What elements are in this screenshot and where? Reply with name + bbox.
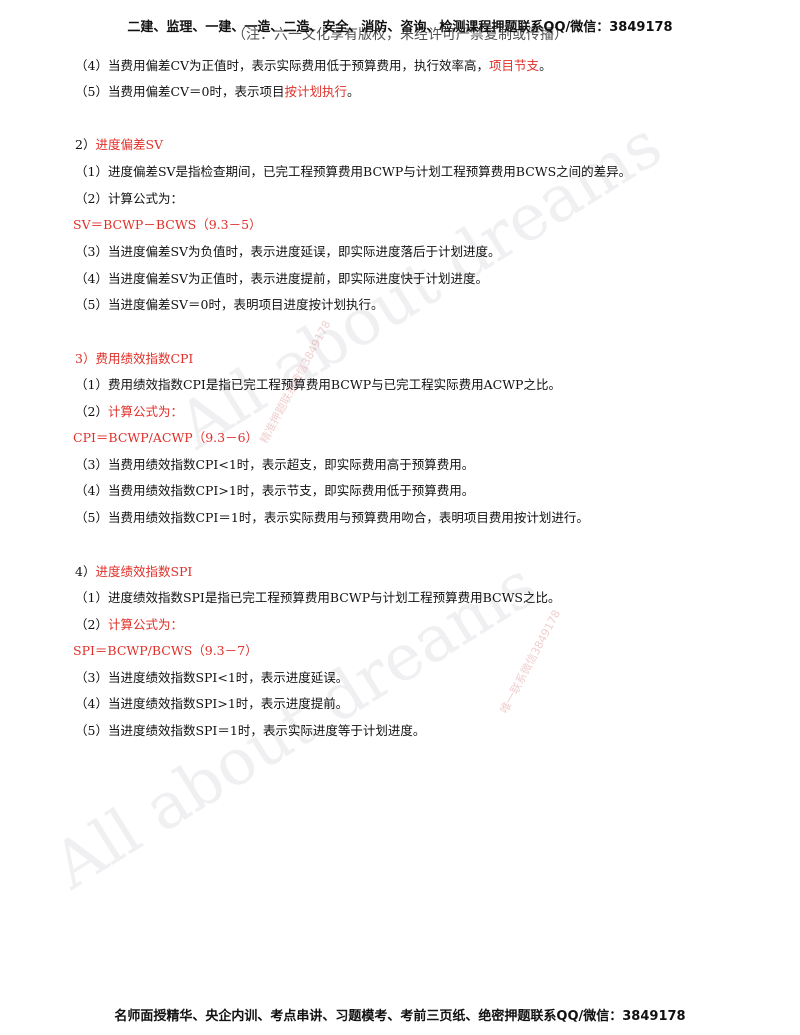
spi-item-5: （5）当进度绩效指数SPI＝1时，表示实际进度等于计划进度。 <box>75 723 426 738</box>
watermark-contact-2: 唯一联系微信3849178 <box>497 607 564 716</box>
cv-item-5: （5）当费用偏差CV＝0时，表示项目按计划执行。 <box>75 83 360 101</box>
spi-item-2: （2）计算公式为： <box>75 616 183 634</box>
sv-heading-title: 进度偏差SV <box>95 137 164 152</box>
cpi-item-4: （4）当费用绩效指数CPI>1时，表示节支，即实际费用低于预算费用。 <box>75 483 475 498</box>
cpi-item-2: （2）计算公式为： <box>75 403 183 421</box>
spi-item-1: （1）进度绩效指数SPI是指已完工程预算费用BCWP与计划工程预算费用BCWS之… <box>75 590 561 605</box>
spi-heading: 4）进度绩效指数SPI <box>75 563 192 581</box>
cv-item-5-tail: 。 <box>347 84 360 99</box>
sv-item-4: （4）当进度偏差SV为正值时，表示进度提前，即实际进度快于计划进度。 <box>75 271 489 286</box>
page-header: （注：六一文化享有版权，未经许可严禁复制或传播） 二建、监理、一建、一造、二造、… <box>0 12 800 52</box>
sv-heading: 2）进度偏差SV <box>75 136 163 154</box>
cpi-item-1: （1）费用绩效指数CPI是指已完工程预算费用BCWP与已完工程实际费用ACWP之… <box>75 377 561 392</box>
sv-formula: SV＝BCWP－BCWS（9.3－5） <box>73 217 262 232</box>
spi-item-2-text: 计算公式为： <box>107 617 183 632</box>
cpi-item-5: （5）当费用绩效指数CPI＝1时，表示实际费用与预算费用吻合，表明项目费用按计划… <box>75 510 589 525</box>
cpi-item-3: （3）当费用绩效指数CPI<1时，表示超支，即实际费用高于预算费用。 <box>75 457 475 472</box>
cpi-formula: CPI＝BCWP/ACWP（9.3－6） <box>73 430 259 445</box>
sv-item-2: （2）计算公式为： <box>75 191 183 206</box>
sv-item-1: （1）进度偏差SV是指检查期间，已完工程预算费用BCWP与计划工程预算费用BCW… <box>75 164 632 179</box>
sv-item-3: （3）当进度偏差SV为负值时，表示进度延误，即实际进度落后于计划进度。 <box>75 244 501 259</box>
cpi-heading: 3）费用绩效指数CPI <box>75 351 194 366</box>
cv-item-4-text: （4）当费用偏差CV为正值时，表示实际费用低于预算费用，执行效率高， <box>75 58 490 73</box>
cv-item-4-tail: 。 <box>539 58 552 73</box>
cpi-item-2-number: （2） <box>75 404 108 419</box>
cv-item-4-highlight: 项目节支 <box>489 58 540 73</box>
spi-heading-title: 进度绩效指数SPI <box>95 564 193 579</box>
spi-item-3: （3）当进度绩效指数SPI<1时，表示进度延误。 <box>75 670 349 685</box>
sv-heading-number: 2） <box>75 137 96 152</box>
spi-item-2-number: （2） <box>75 617 108 632</box>
sv-item-5: （5）当进度偏差SV＝0时，表明项目进度按计划执行。 <box>75 297 384 312</box>
header-contact-line: 二建、监理、一建、一造、二造、安全、消防、咨询、检测课程押题联系QQ/微信：38… <box>127 20 673 35</box>
cv-item-5-highlight: 按计划执行 <box>284 84 348 99</box>
cv-item-4: （4）当费用偏差CV为正值时，表示实际费用低于预算费用，执行效率高，项目节支。 <box>75 57 552 75</box>
spi-item-4: （4）当进度绩效指数SPI>1时，表示进度提前。 <box>75 696 349 711</box>
page-footer: 名师面授精华、央企内训、考点串讲、习题模考、考前三页纸、绝密押题联系QQ/微信：… <box>114 1009 686 1024</box>
spi-heading-number: 4） <box>75 564 96 579</box>
spi-formula: SPI＝BCWP/BCWS（9.3－7） <box>73 643 258 658</box>
copyright-notice: （注：六一文化享有版权，未经许可严禁复制或传播） <box>232 27 568 43</box>
cv-item-5-text: （5）当费用偏差CV＝0时，表示项目 <box>75 84 285 99</box>
cpi-item-2-text: 计算公式为： <box>107 404 183 419</box>
